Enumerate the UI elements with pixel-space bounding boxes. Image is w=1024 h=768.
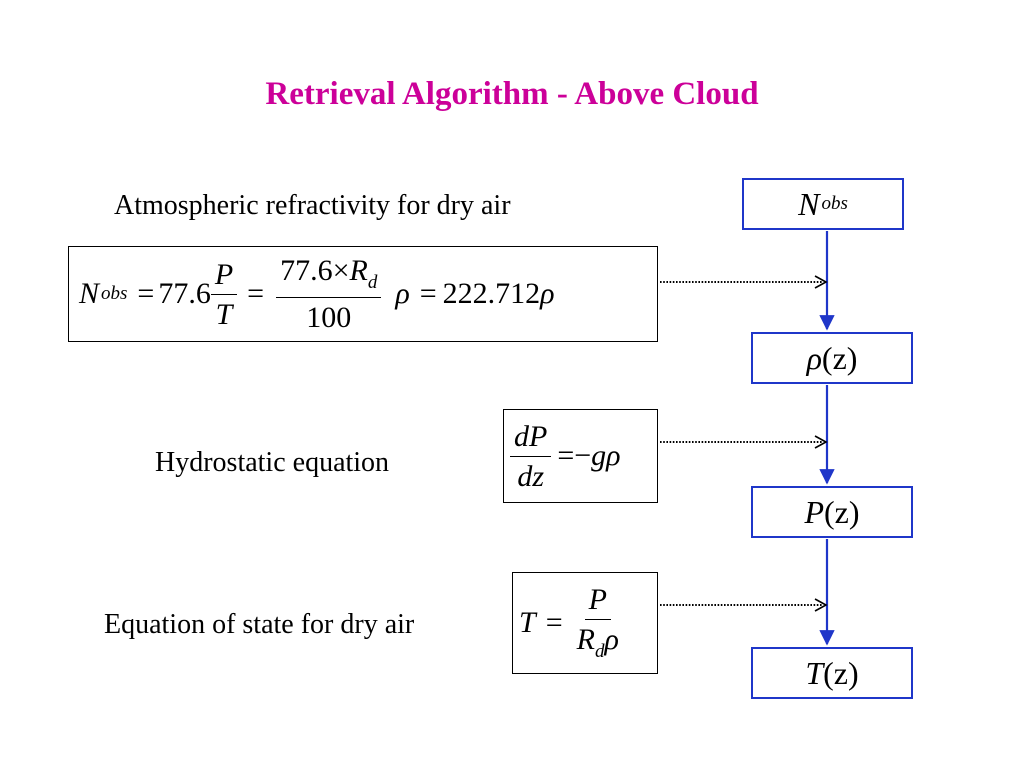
eq1-n: N xyxy=(79,277,100,310)
var-p: P xyxy=(804,493,825,530)
eq2-rho: ρ xyxy=(606,439,621,472)
eq1-frac2-num-a: 77.6 xyxy=(280,254,333,288)
var-t: T xyxy=(805,654,824,691)
eq1-n-sup: obs xyxy=(101,283,128,304)
var-n-sup: obs xyxy=(821,193,848,214)
eq1-coef: 77.6 xyxy=(158,277,211,310)
label-hydrostatic: Hydrostatic equation xyxy=(155,447,390,478)
dotted-arrow-1 xyxy=(660,275,828,289)
eq3-equals: = xyxy=(545,606,563,639)
eq1-fraction-p-t: P T xyxy=(210,258,238,331)
var-box-rho-z: ρ(z) xyxy=(751,332,913,384)
eq3-den: Rdρ xyxy=(573,620,623,663)
var-p-arg: (z) xyxy=(824,493,860,530)
eq1-frac2-num-sub: d xyxy=(367,272,378,294)
var-t-arg: (z) xyxy=(823,654,859,691)
label-refractivity: Atmospheric refractivity for dry air xyxy=(114,190,511,221)
eq1-equals: = xyxy=(137,277,155,310)
eq3-den-sub: d xyxy=(594,641,605,663)
eq1-equals-2: = xyxy=(247,277,265,310)
eq3-den-r: R xyxy=(576,623,595,657)
var-n: N xyxy=(798,185,820,222)
eq1-frac1-den: T xyxy=(215,297,233,331)
eq1-frac1-num: P xyxy=(210,258,238,295)
eq3-t: T xyxy=(519,606,536,639)
equation-state: T = P Rdρ xyxy=(512,572,658,674)
eq2-g: g xyxy=(591,439,607,472)
eq3-den-rho: ρ xyxy=(604,623,619,657)
var-box-p-z: P(z) xyxy=(751,486,913,538)
eq1-frac2-den: 100 xyxy=(306,300,352,334)
eq2-minus: − xyxy=(574,439,592,472)
dotted-arrow-3 xyxy=(660,598,828,612)
dotted-arrow-2 xyxy=(660,435,828,449)
var-rho: ρ xyxy=(806,339,822,376)
eq2-fraction: dP dz xyxy=(510,420,552,493)
eq3-num: P xyxy=(584,583,611,621)
var-rho-arg: (z) xyxy=(821,339,858,376)
eq1-equals-3: = xyxy=(419,277,437,310)
var-box-t-z: T(z) xyxy=(751,647,913,699)
eq1-rho: ρ xyxy=(395,277,410,310)
page-title: Retrieval Algorithm - Above Cloud xyxy=(265,76,759,112)
eq2-num: dP xyxy=(510,420,552,457)
eq2-den: dz xyxy=(517,459,544,493)
eq1-rhs: 222.712 xyxy=(442,277,541,310)
eq1-frac2-num: 77.6×Rd xyxy=(276,254,382,298)
eq1-fraction-rd: 77.6×Rd 100 xyxy=(276,254,382,334)
eq1-rho-2: ρ xyxy=(540,277,555,310)
eq1-times: × xyxy=(332,254,350,288)
label-equation-of-state: Equation of state for dry air xyxy=(104,609,415,640)
eq3-fraction: P Rdρ xyxy=(573,583,623,663)
eq2-equals: = xyxy=(557,439,575,472)
eq1-frac2-num-r: R xyxy=(349,254,368,288)
